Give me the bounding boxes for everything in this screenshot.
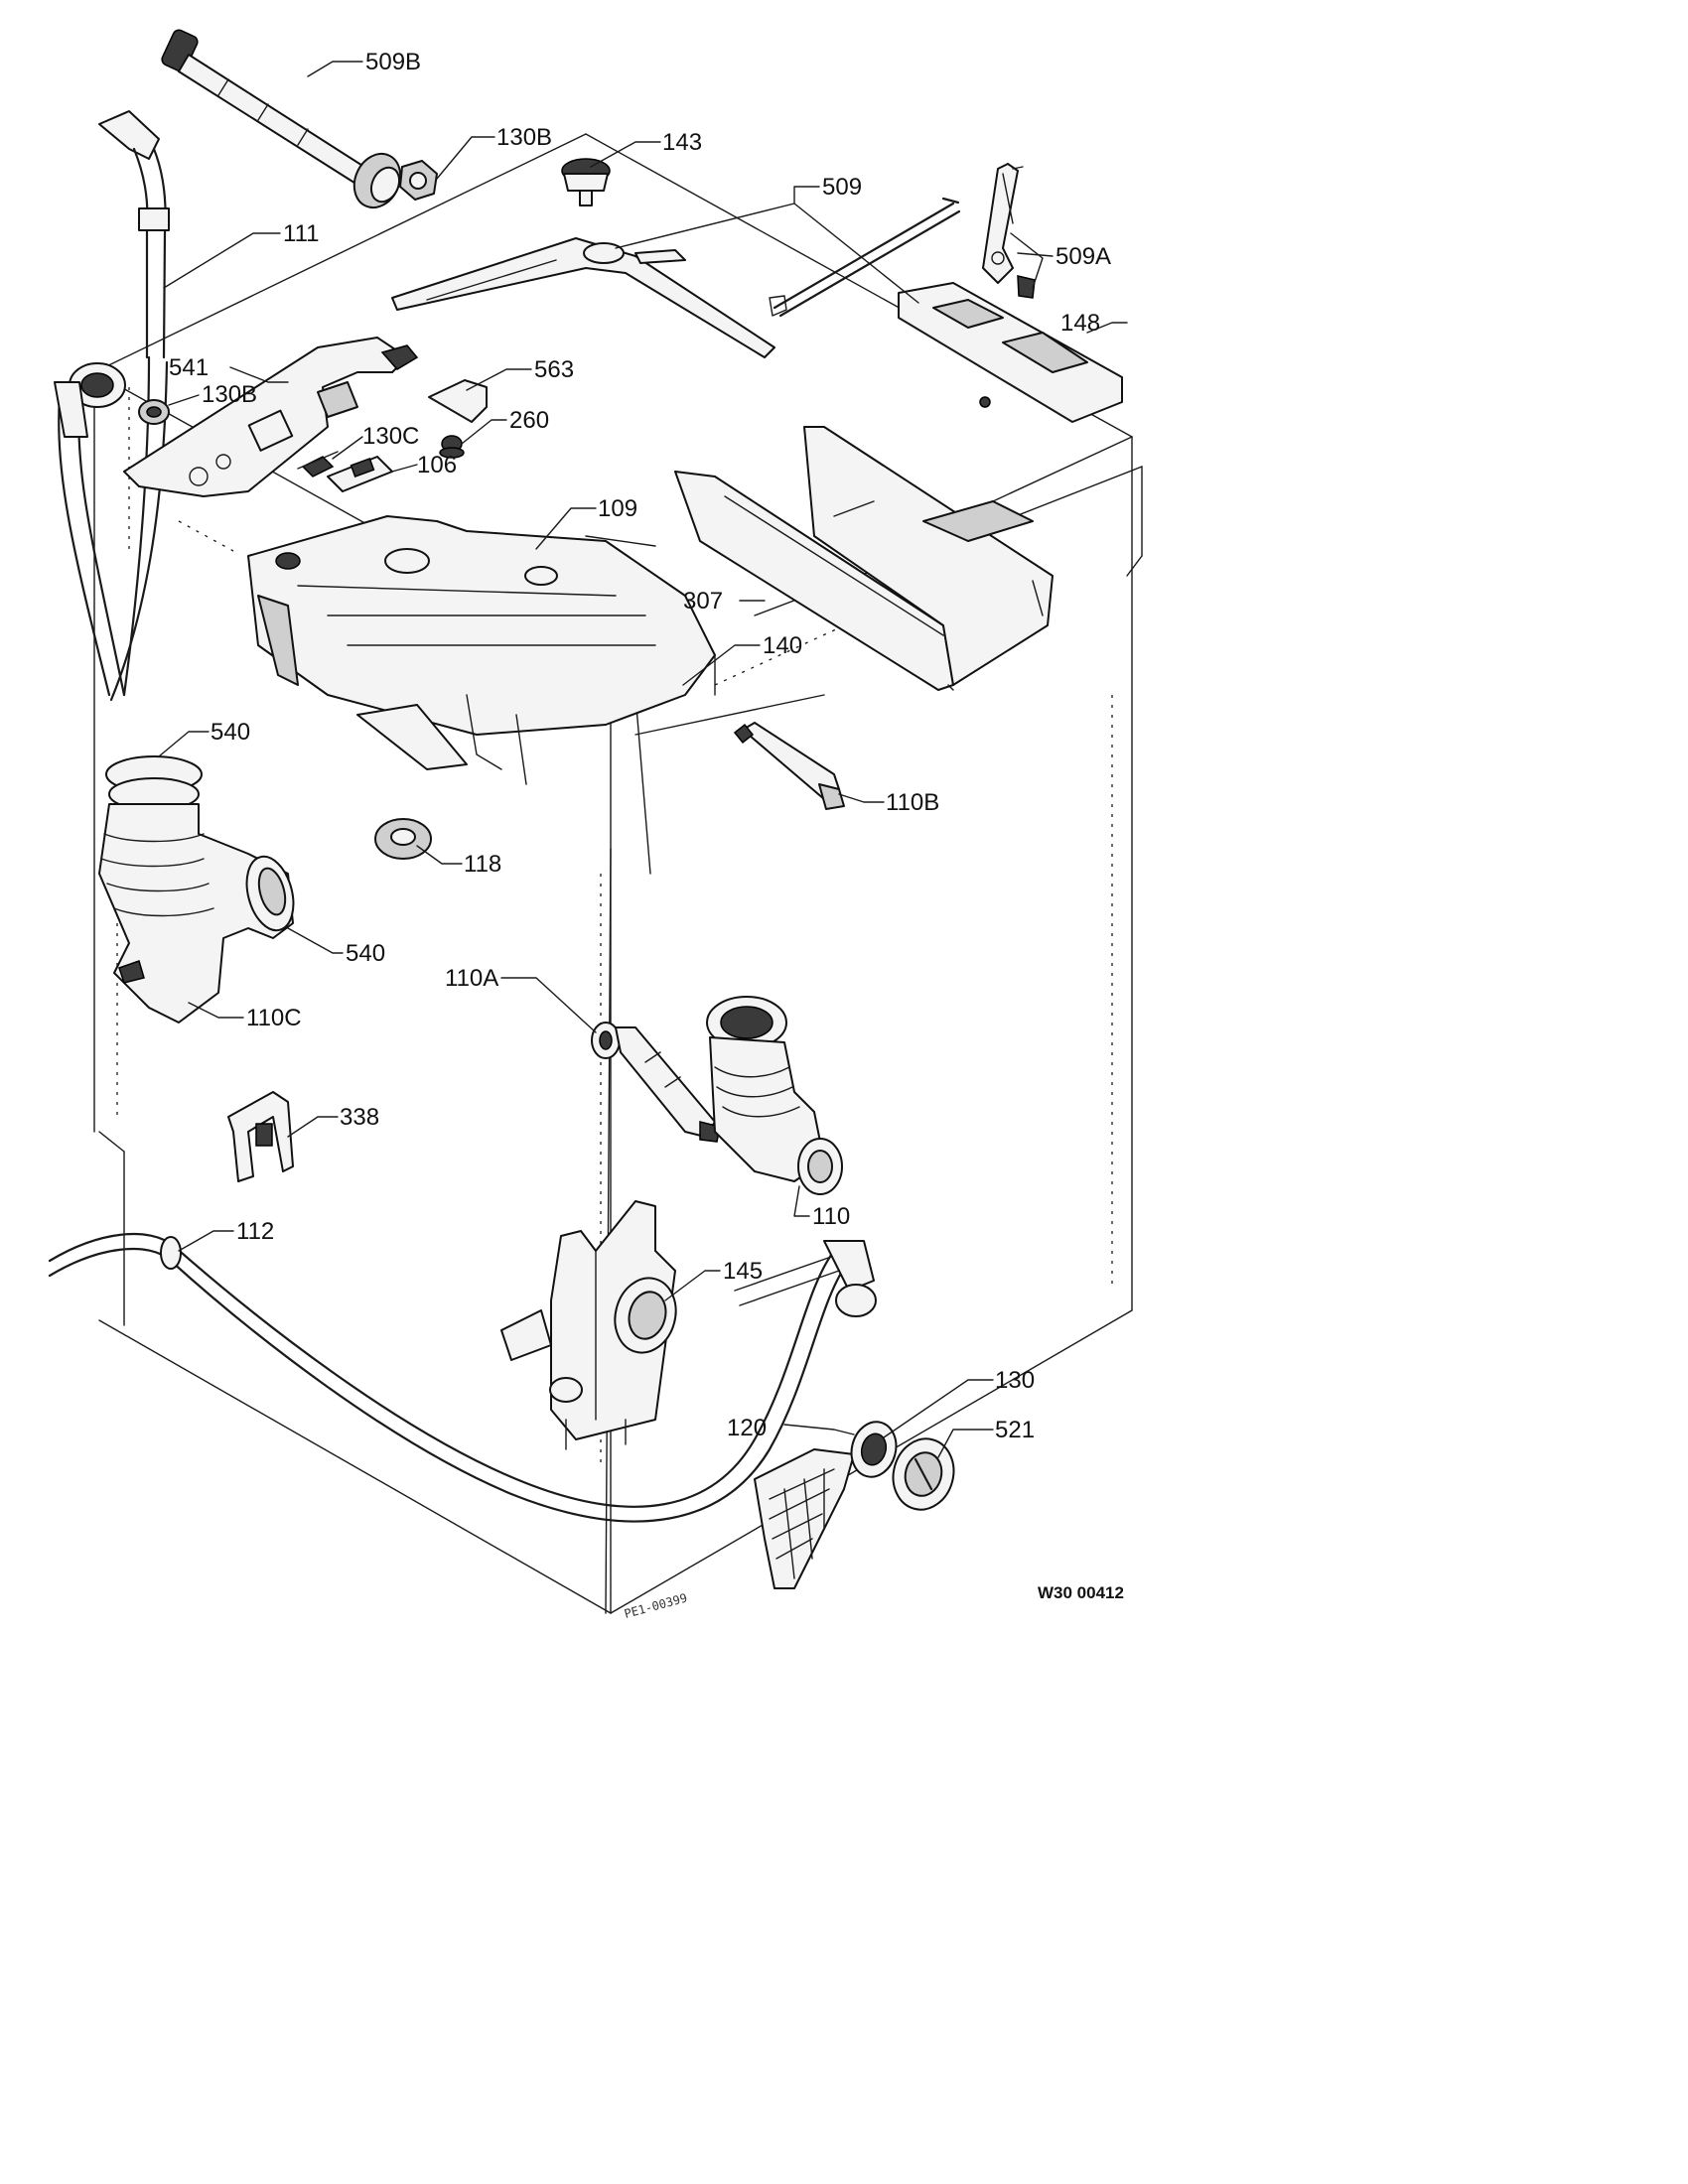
valve-143 [561, 158, 611, 206]
label-509a: 509A [1055, 243, 1111, 270]
lever-509a [982, 163, 1036, 299]
label-140: 140 [763, 632, 802, 659]
label-110b: 110B [886, 789, 939, 816]
label-143: 143 [662, 129, 702, 156]
part-number-labels: 509B 130B 143 509 509A 111 148 541 130B … [169, 49, 1111, 1443]
label-338: 338 [340, 1104, 379, 1131]
label-260: 260 [509, 407, 549, 434]
panel-bracket-541 [123, 337, 419, 497]
clip-106 [327, 456, 393, 492]
sump-bellows-110 [706, 996, 843, 1195]
label-106: 106 [417, 452, 457, 478]
label-110a: 110A [445, 965, 498, 992]
label-130c: 130C [362, 423, 419, 450]
label-521: 521 [995, 1417, 1035, 1443]
bracket-509 [391, 237, 775, 358]
label-509b: 509B [365, 49, 421, 75]
pump-145 [500, 1200, 677, 1450]
filter-120 [754, 1448, 855, 1589]
clip-338 [227, 1091, 294, 1182]
label-130: 130 [995, 1367, 1035, 1394]
label-541: 541 [169, 354, 209, 381]
label-118: 118 [464, 851, 501, 878]
nut-130b-top [399, 160, 438, 201]
label-111: 111 [283, 220, 319, 247]
drawing-reference: W30 00412 [1038, 1583, 1124, 1602]
bellows-540 [98, 755, 295, 1024]
dispenser-housing-109 [247, 515, 716, 785]
label-540-top: 540 [211, 719, 250, 746]
label-109: 109 [598, 495, 637, 522]
inlet-valve-pipe-509b [161, 29, 402, 209]
label-110: 110 [812, 1203, 850, 1230]
label-307: 307 [683, 588, 723, 614]
spring-130c [297, 451, 339, 478]
label-120: 120 [727, 1415, 767, 1441]
seal-130 [850, 1421, 898, 1478]
label-112: 112 [236, 1218, 274, 1245]
inlet-hose-111 [54, 110, 170, 702]
margin-mark: PE1-00399 [623, 1591, 688, 1621]
label-130b-top: 130B [496, 124, 552, 151]
gear-118 [374, 818, 432, 860]
drawer-tray-307 [674, 426, 1054, 691]
label-148: 148 [1060, 310, 1100, 337]
detergent-drawer-148 [898, 282, 1123, 423]
cover-563 [428, 379, 488, 423]
label-540-side: 540 [346, 940, 385, 967]
cabinet-outline [93, 133, 1143, 1614]
label-130b: 130B [202, 381, 257, 408]
label-563: 563 [534, 356, 574, 383]
label-145: 145 [723, 1258, 763, 1285]
hose-110b [733, 722, 845, 810]
leader-lines [158, 61, 1128, 1458]
label-509: 509 [822, 174, 862, 201]
drain-hose-112 [48, 1232, 877, 1523]
label-110c: 110C [246, 1005, 302, 1031]
nut-130b [138, 399, 170, 425]
